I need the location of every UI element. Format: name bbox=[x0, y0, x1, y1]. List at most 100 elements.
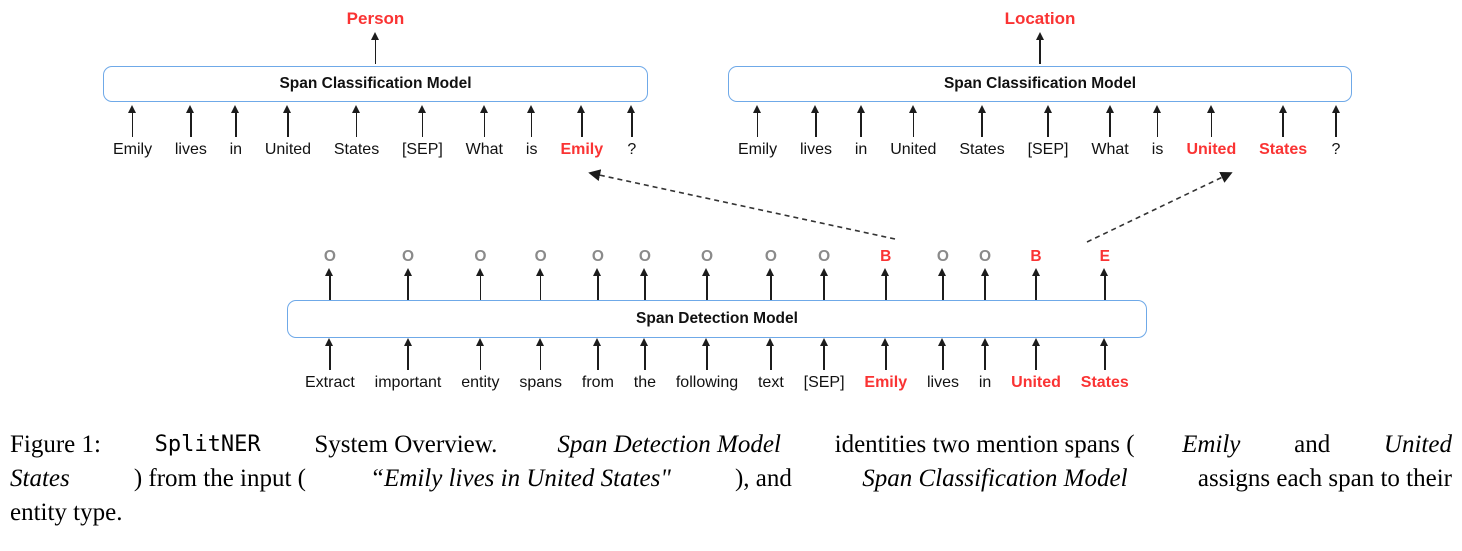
box-pass-through bbox=[706, 300, 708, 338]
token-column: ? bbox=[1330, 105, 1342, 161]
token-column: Emily bbox=[560, 105, 603, 161]
caption-line-1: Figure 1: SplitNER System Overview. Span… bbox=[10, 428, 1452, 462]
token-column: Emily bbox=[738, 105, 777, 161]
token-column: What bbox=[1091, 105, 1129, 161]
up-arrow-icon bbox=[880, 338, 892, 370]
span-classification-box-left: Span Classification Model bbox=[103, 66, 648, 102]
dashed-arrow-right bbox=[1086, 171, 1233, 243]
up-arrow-icon bbox=[1042, 105, 1054, 137]
span-classification-group-left: Person Span Classification Model Emily li… bbox=[103, 8, 648, 161]
model-box-label: Span Classification Model bbox=[943, 75, 1137, 92]
detection-column: O[SEP] bbox=[804, 246, 845, 394]
input-token: States bbox=[333, 141, 380, 158]
caption-segment: Emily bbox=[1182, 431, 1241, 458]
up-arrow-icon bbox=[474, 338, 486, 370]
up-arrow-icon bbox=[752, 105, 764, 137]
box-pass-through bbox=[479, 300, 481, 338]
span-classification-box-right: Span Classification Model bbox=[728, 66, 1352, 102]
input-token: from bbox=[581, 374, 614, 391]
box-pass-through bbox=[823, 300, 825, 338]
caption-segment: and bbox=[1287, 431, 1337, 458]
box-pass-through bbox=[770, 300, 772, 338]
up-arrow-icon bbox=[818, 268, 830, 300]
token-column: What bbox=[466, 105, 503, 161]
up-arrow-icon bbox=[1330, 105, 1342, 137]
input-token: [SEP] bbox=[803, 374, 845, 391]
up-arrow-icon bbox=[701, 268, 713, 300]
predicted-type-label-person: Person bbox=[346, 9, 405, 28]
bioe-tag: O bbox=[534, 248, 547, 265]
box-pass-through bbox=[407, 300, 409, 338]
up-arrow-icon bbox=[576, 105, 588, 137]
up-arrow-icon bbox=[1205, 105, 1217, 137]
up-arrow-icon bbox=[701, 338, 713, 370]
up-arrow-icon bbox=[370, 32, 382, 64]
box-pass-through bbox=[597, 300, 599, 338]
input-token: in bbox=[978, 374, 992, 391]
input-token: Emily bbox=[864, 374, 908, 391]
caption-segment: ) from the input ( bbox=[133, 465, 307, 492]
up-arrow-icon bbox=[976, 105, 988, 137]
token-column: is bbox=[1152, 105, 1164, 161]
token-column: in bbox=[230, 105, 242, 161]
box-pass-through bbox=[984, 300, 986, 338]
token-column: United bbox=[1186, 105, 1236, 161]
up-arrow-icon bbox=[765, 338, 777, 370]
up-arrow-icon bbox=[185, 105, 197, 137]
box-pass-through bbox=[540, 300, 542, 338]
token-column: States bbox=[1259, 105, 1307, 161]
up-arrow-icon bbox=[1099, 338, 1111, 370]
dashed-arrow-left bbox=[588, 169, 896, 240]
up-arrow-icon bbox=[979, 338, 991, 370]
predicted-type-label-location: Location bbox=[1004, 9, 1076, 28]
up-arrow-icon bbox=[855, 105, 867, 137]
caption-segment: SplitNER bbox=[154, 432, 261, 457]
up-arrow-icon bbox=[937, 268, 949, 300]
figure-caption: Figure 1: SplitNER System Overview. Span… bbox=[0, 424, 1462, 530]
up-arrow-icon bbox=[639, 268, 651, 300]
caption-segment: States bbox=[10, 465, 70, 492]
bioe-tag: O bbox=[764, 248, 777, 265]
bioe-tag: E bbox=[1099, 248, 1110, 265]
up-arrow-icon bbox=[1030, 268, 1042, 300]
input-token: States bbox=[959, 141, 1005, 158]
input-token: lives bbox=[799, 141, 832, 158]
bioe-tag: O bbox=[474, 248, 487, 265]
up-arrow-icon bbox=[1104, 105, 1116, 137]
input-token: States bbox=[1080, 374, 1129, 391]
input-token: Emily bbox=[113, 141, 153, 158]
token-column: ? bbox=[626, 105, 638, 161]
caption-segment: Span Detection Model bbox=[557, 431, 781, 458]
bioe-tag: O bbox=[401, 248, 415, 265]
input-token: entity bbox=[461, 374, 500, 391]
up-arrow-icon bbox=[639, 338, 651, 370]
box-pass-through bbox=[1104, 300, 1106, 338]
input-token: Emily bbox=[560, 141, 604, 158]
token-column: lives bbox=[175, 105, 207, 161]
up-arrow-icon bbox=[127, 105, 139, 137]
model-box-label: Span Detection Model bbox=[636, 310, 798, 327]
up-arrow-icon bbox=[535, 268, 547, 300]
box-pass-through bbox=[329, 300, 331, 338]
caption-segment: entity type. bbox=[10, 499, 123, 526]
input-token: ? bbox=[627, 141, 637, 158]
up-arrow-icon bbox=[324, 268, 336, 300]
input-token: ? bbox=[1331, 141, 1341, 158]
up-arrow-icon bbox=[351, 105, 363, 137]
bioe-tag: O bbox=[591, 248, 604, 265]
input-token: spans bbox=[519, 374, 563, 391]
caption-line-3: entity type. bbox=[10, 496, 1452, 530]
token-column: in bbox=[855, 105, 867, 161]
